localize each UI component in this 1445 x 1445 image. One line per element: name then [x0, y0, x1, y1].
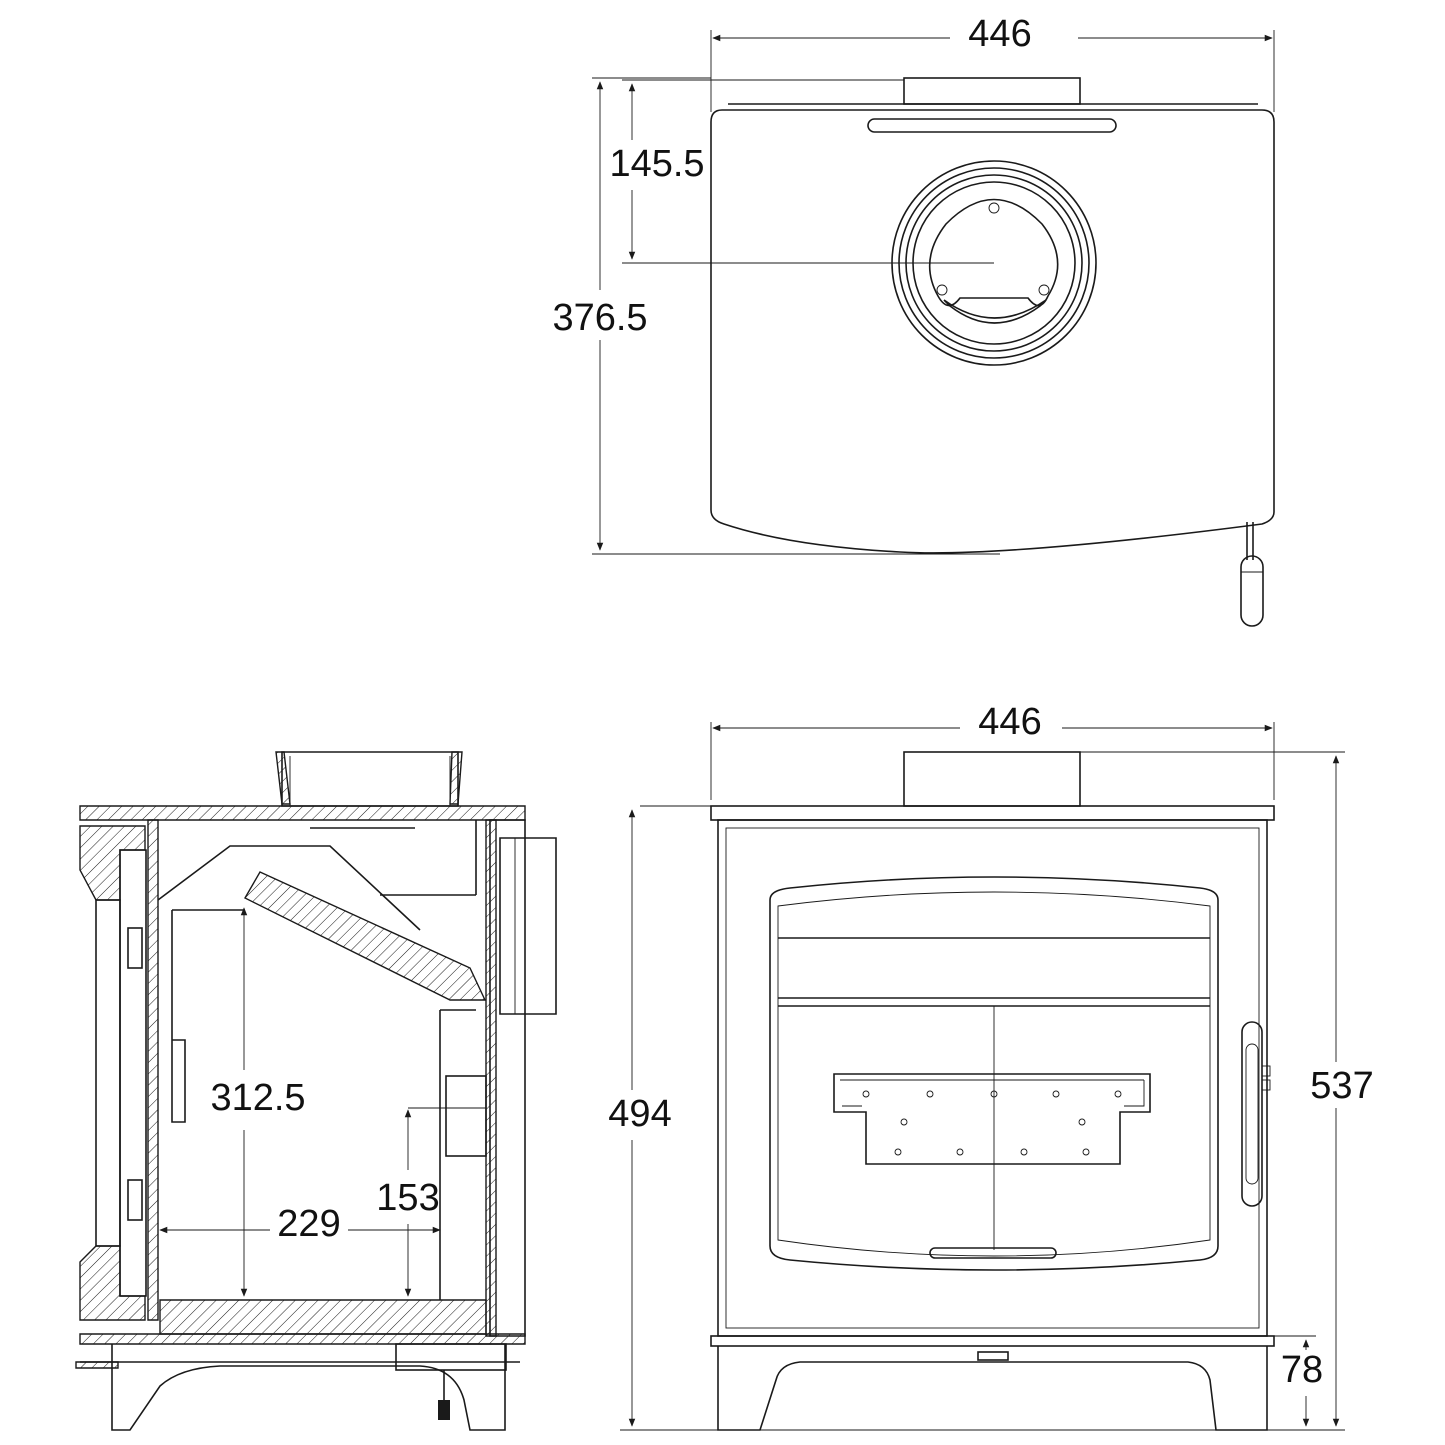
front-door-glass [769, 876, 1219, 1271]
section-ash-carrier [395, 1343, 507, 1371]
section-grate-frame [445, 1075, 487, 1157]
section-grate-height-dimension: 153 [376, 1107, 446, 1297]
section-top-plate [79, 805, 526, 821]
section-rear-flue-spigot [499, 837, 557, 1015]
front-base-height-dimension: 78 [1274, 1335, 1323, 1427]
front-width-label: 446 [978, 701, 1041, 743]
front-overall-height-label: 537 [1310, 1065, 1373, 1107]
front-body-height-dimension: 494 [608, 809, 672, 1427]
front-door-handle [1241, 1021, 1271, 1207]
front-flue-collar [903, 751, 1081, 807]
front-ash-door-tab [977, 1351, 1009, 1361]
plan-flue-collar [903, 77, 1081, 105]
front-overall-height-dimension: 537 [1310, 755, 1374, 1427]
section-firebox-depth-label: 229 [277, 1203, 340, 1245]
section-door-top [79, 825, 146, 901]
front-base-plate [710, 1335, 1275, 1347]
section-legs [111, 1344, 506, 1431]
section-lower-baffle [244, 871, 487, 1001]
section-firebox-depth-dimension: 229 [159, 1203, 441, 1245]
front-view: 446 [608, 701, 1374, 1431]
plan-top-handle [867, 118, 1117, 133]
front-base-height-label: 78 [1281, 1349, 1323, 1391]
front-body-height-label: 494 [608, 1093, 671, 1135]
section-firebox-height-label: 312.5 [210, 1077, 305, 1119]
plan-air-control-lever [1240, 522, 1264, 627]
plan-view: 446 145.5 [552, 13, 1275, 627]
plan-width-dimension: 446 [710, 13, 1275, 112]
front-width-dimension: 446 [710, 701, 1275, 800]
plan-flue-offset-dimension: 145.5 [609, 79, 994, 264]
plan-width-label: 446 [968, 13, 1031, 55]
section-firebox-height-dimension: 312.5 [210, 907, 306, 1297]
plan-flue-offset-label: 145.5 [609, 143, 704, 185]
front-top-plate [710, 805, 1275, 821]
plan-depth-label: 376.5 [552, 297, 647, 339]
section-firebed [159, 1299, 487, 1335]
front-airwash-slot [929, 1247, 1057, 1259]
section-flue-collar [281, 751, 459, 807]
front-grate [833, 1073, 1151, 1165]
section-upper-baffle [157, 845, 421, 931]
section-view: 312.5 153 229 [75, 751, 557, 1431]
section-door-bottom [79, 1245, 146, 1321]
front-legs [717, 1346, 1268, 1431]
plan-depth-dimension: 376.5 [552, 77, 1000, 555]
section-grate-height-label: 153 [376, 1177, 439, 1219]
plan-top-plate-outline [710, 109, 1275, 554]
